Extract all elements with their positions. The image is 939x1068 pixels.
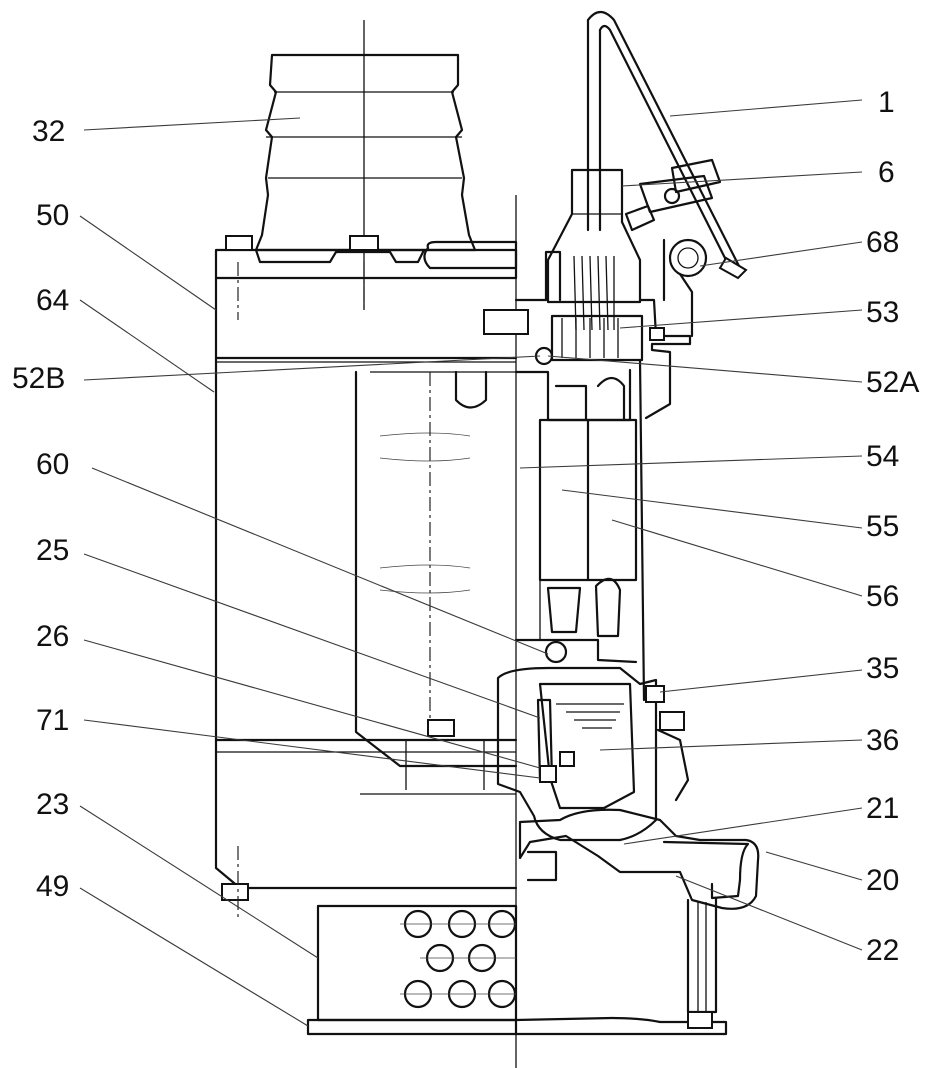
callout-32: 32: [32, 115, 65, 148]
leader-21: [623, 807, 863, 845]
center-axes: [363, 20, 517, 1068]
leader-54: [519, 455, 863, 469]
callout-71: 71: [36, 704, 69, 737]
callout-50: 50: [36, 199, 69, 232]
leader-52A: [547, 355, 863, 383]
callout-35: 35: [866, 652, 899, 685]
callout-21: 21: [866, 792, 899, 825]
callout-49: 49: [36, 870, 69, 903]
leader-52B: [83, 355, 541, 381]
section-half: [483, 10, 760, 1036]
exterior-half: [214, 53, 518, 1036]
leader-55: [561, 489, 863, 529]
leader-20: [765, 851, 863, 881]
leader-56: [611, 519, 863, 597]
callout-60: 60: [36, 448, 69, 481]
callout-22: 22: [866, 934, 899, 967]
callout-64: 64: [36, 284, 69, 317]
leader-32: [83, 117, 301, 131]
leader-64: [79, 299, 215, 393]
callout-23: 23: [36, 788, 69, 821]
callout-53: 53: [866, 296, 899, 329]
callout-1: 1: [878, 86, 895, 119]
callout-36: 36: [866, 724, 899, 757]
leader-49: [79, 887, 309, 1027]
callout-56: 56: [866, 580, 899, 613]
callout-26: 26: [36, 620, 69, 653]
callout-54: 54: [866, 440, 899, 473]
leader-1: [669, 99, 863, 117]
callout-labels-right: 1 6 68 53 52A 54 55 56 35 36 21 20 22: [866, 86, 919, 967]
leader-23: [79, 805, 319, 959]
leader-lines: [79, 99, 863, 1027]
leader-71: [83, 719, 541, 779]
leader-22: [675, 875, 863, 951]
callout-labels-left: 32 50 64 52B 60 25 26 71 23 49: [12, 115, 69, 903]
callout-6: 6: [878, 156, 895, 189]
callout-52A: 52A: [866, 366, 919, 399]
callout-25: 25: [36, 534, 69, 567]
leader-53: [619, 309, 863, 329]
leader-50: [79, 215, 217, 311]
leader-35: [659, 669, 863, 693]
callout-52B: 52B: [12, 362, 65, 395]
strainer-holes: [400, 909, 517, 1009]
leader-68: [699, 241, 863, 267]
leader-26: [83, 639, 541, 769]
callout-55: 55: [866, 510, 899, 543]
callout-68: 68: [866, 226, 899, 259]
callout-20: 20: [866, 864, 899, 897]
leader-6: [621, 171, 863, 187]
leader-36: [599, 739, 863, 751]
leader-60: [91, 467, 549, 655]
leader-25: [83, 553, 541, 719]
